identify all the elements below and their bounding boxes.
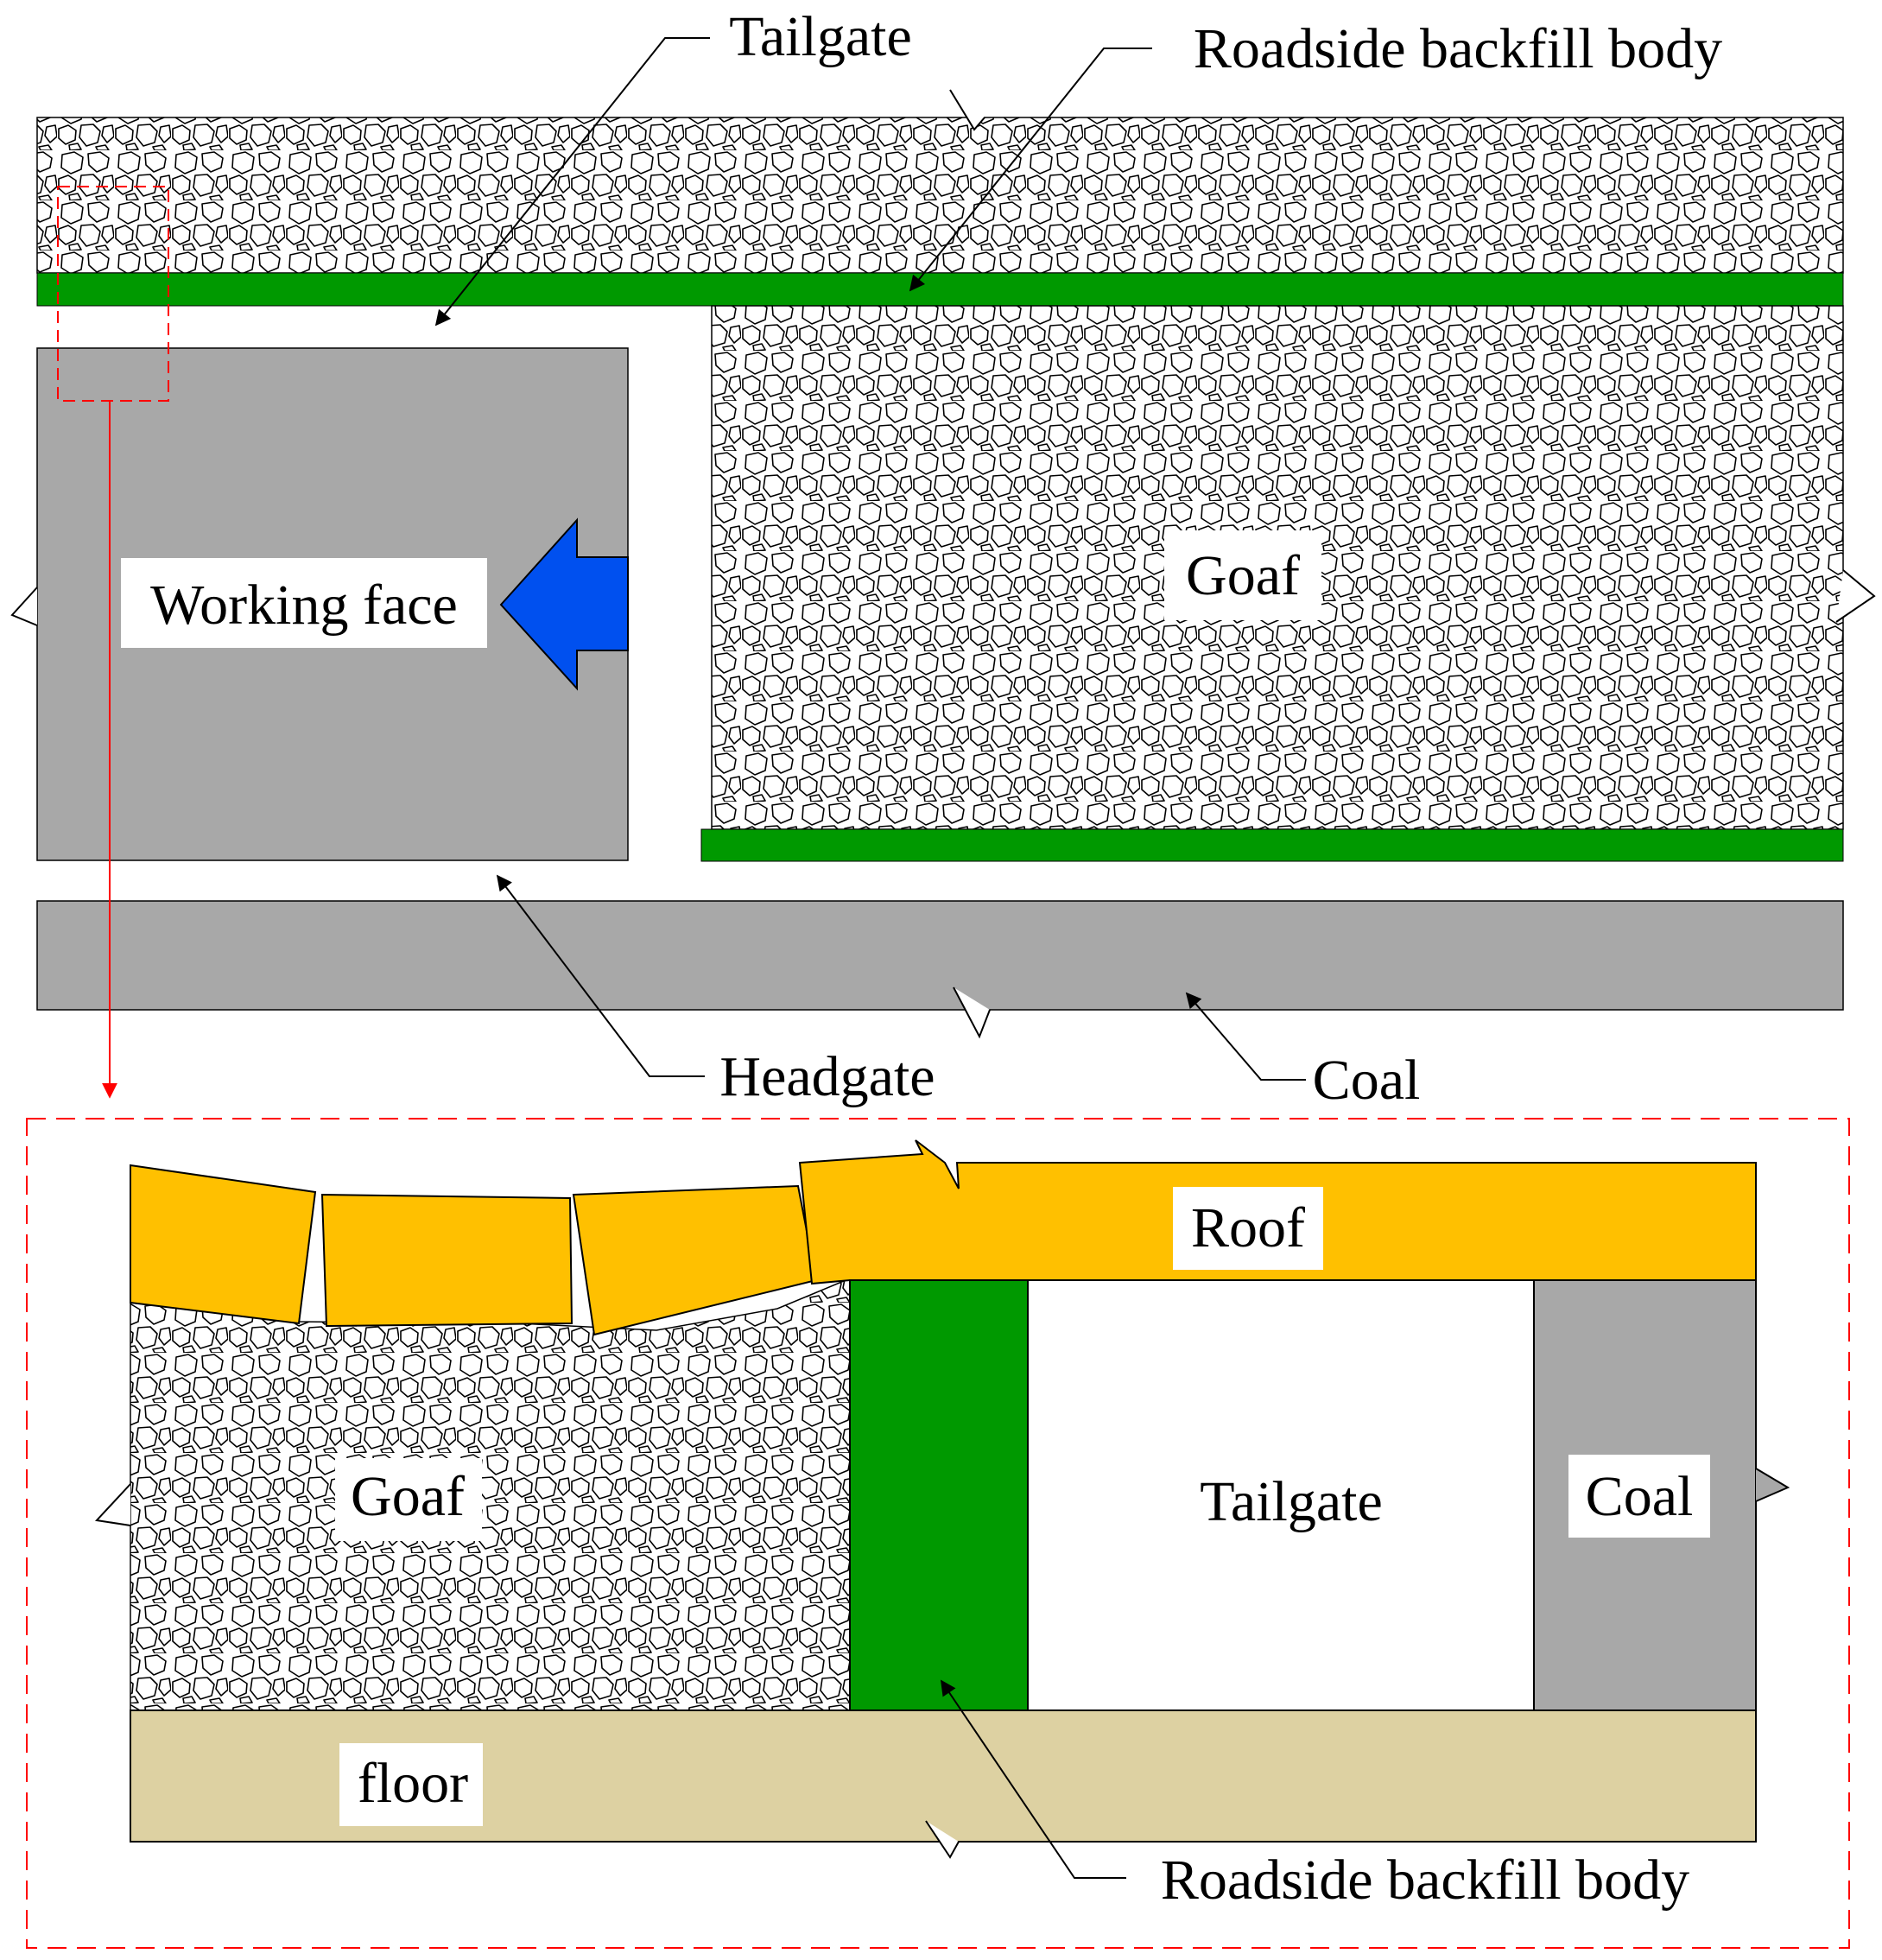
- roof-label-bg: [1173, 1187, 1323, 1270]
- section-coal-label: Coal: [1586, 1465, 1694, 1528]
- caved-roof-block-2: [320, 1193, 573, 1328]
- section-view: Roof Goaf Tailgate Coal floor Roadside b…: [26, 1118, 1850, 1949]
- section-goaf-label-bg: [335, 1458, 482, 1541]
- section-tailgate-opening: [1027, 1279, 1535, 1711]
- working-face-label-bg: [121, 558, 487, 648]
- detail-highlight-box: [57, 186, 169, 402]
- break-mark-section-right: [1755, 1468, 1790, 1502]
- plan-view: Working face Goaf Tailgate Roadside back…: [10, 5, 1876, 1112]
- working-face-label: Working face: [150, 574, 458, 637]
- coal-band: [36, 900, 1844, 1011]
- break-mark-section-bottom: [925, 1820, 960, 1859]
- break-mark-bottom: [953, 986, 991, 1039]
- backfill-strip-lower: [700, 828, 1844, 862]
- coal-leader: [1185, 992, 1306, 1081]
- headgate-leader: [496, 874, 705, 1077]
- break-mark-right: [1835, 569, 1876, 623]
- roadside-backfill-label: Roadside backfill body: [1194, 17, 1722, 80]
- blue-left-arrow-icon: [499, 517, 629, 691]
- roof-label: Roof: [1191, 1196, 1305, 1259]
- headgate-label: Headgate: [719, 1045, 935, 1108]
- coal-label: Coal: [1313, 1049, 1421, 1112]
- section-goaf-label: Goaf: [351, 1465, 465, 1528]
- section-backfill-body: [849, 1279, 1029, 1711]
- roadside-backfill-leader: [909, 48, 1152, 292]
- caved-roof-block-1: [130, 1164, 317, 1325]
- floor-label: floor: [358, 1752, 468, 1815]
- break-mark-left: [10, 587, 38, 626]
- break-mark-top: [949, 89, 985, 131]
- section-coal-label-bg: [1568, 1455, 1710, 1538]
- backfill-strip-upper: [36, 272, 1844, 307]
- upper-goaf-band: [36, 117, 1844, 274]
- section-backfill-label: Roadside backfill body: [1161, 1849, 1689, 1912]
- tailgate-leader: [434, 37, 710, 327]
- break-mark-section-left: [94, 1483, 131, 1526]
- section-tailgate-label: Tailgate: [1200, 1470, 1383, 1533]
- section-goaf: [130, 1277, 851, 1711]
- goaf-label: Goaf: [1186, 544, 1300, 607]
- detail-frame: [26, 1118, 1850, 1949]
- floor-label-bg: [339, 1743, 483, 1826]
- tailgate-label: Tailgate: [729, 5, 912, 68]
- section-backfill-leader: [940, 1679, 1126, 1879]
- goaf-label-bg: [1164, 530, 1321, 620]
